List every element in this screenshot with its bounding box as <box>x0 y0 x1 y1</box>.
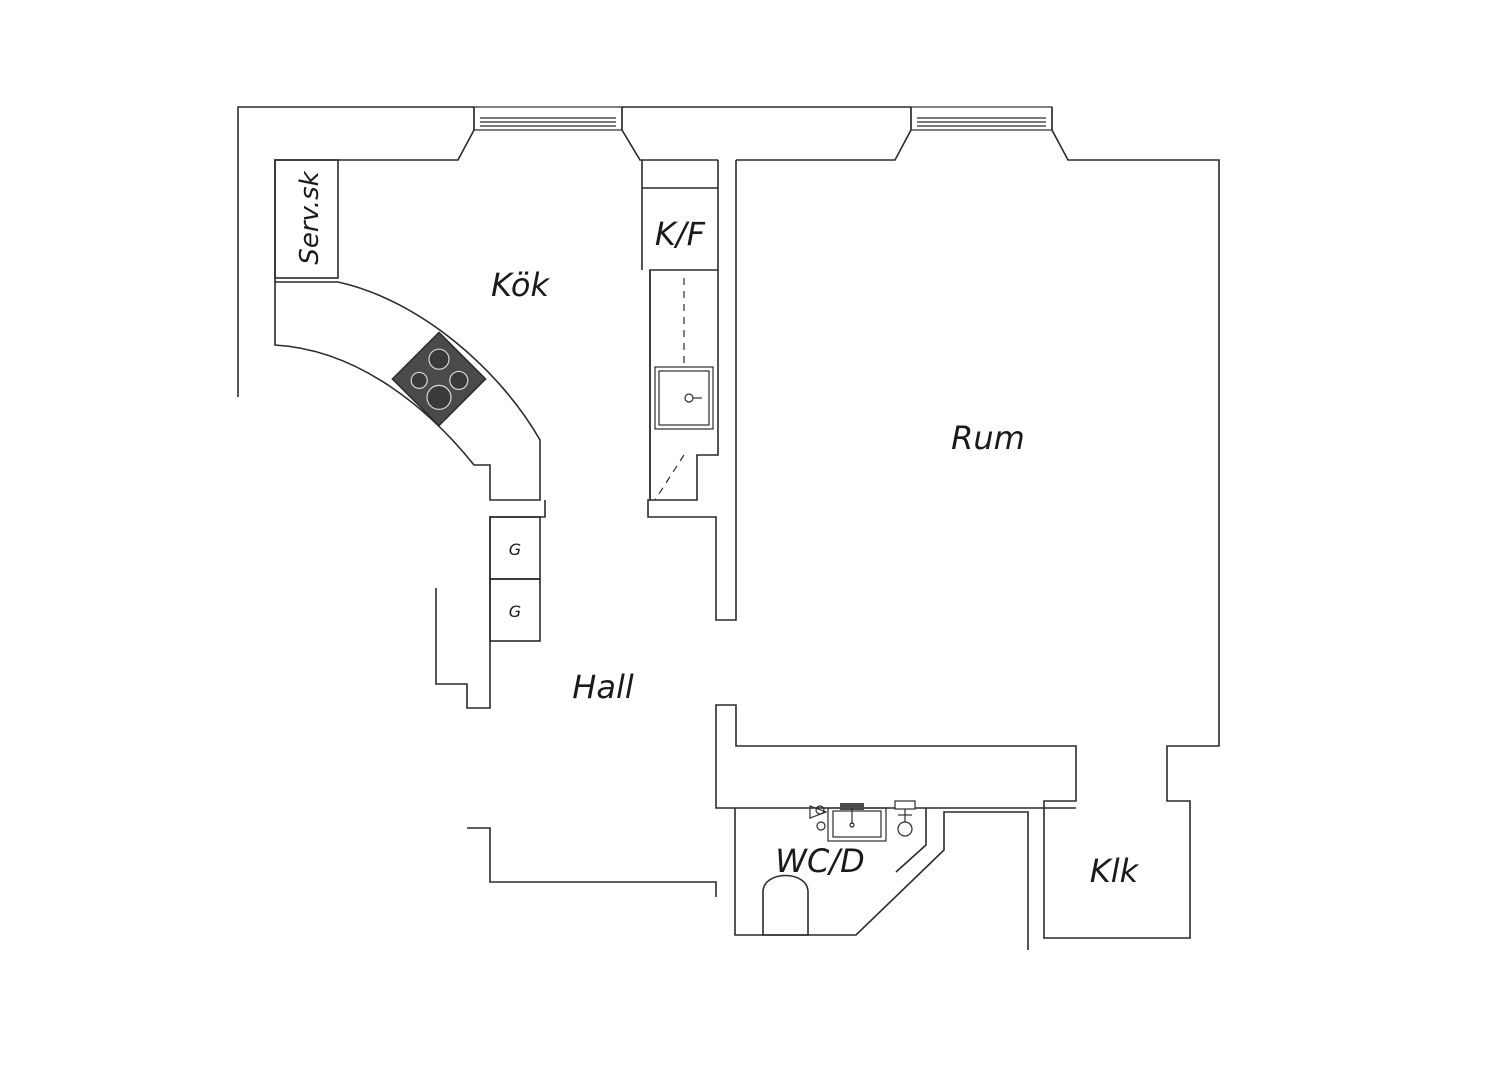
room-label-closet: Klk <box>1090 852 1140 890</box>
room-right-pier <box>715 107 1220 939</box>
shower-icon <box>894 800 916 837</box>
bath-inner-wall <box>734 808 1029 950</box>
wardrobe-2 <box>489 578 541 642</box>
washbasin-icon <box>827 803 887 842</box>
hall-lower-wall <box>467 827 717 897</box>
window-icon <box>473 106 623 131</box>
fixture-label-wardrobe-2: G <box>509 602 521 621</box>
wardrobes <box>489 516 541 642</box>
room-label-hall: Hall <box>572 668 634 706</box>
interior-walls <box>274 160 1029 950</box>
stove-icon <box>391 331 487 427</box>
room-label-bathroom: WC/D <box>775 842 864 880</box>
room-label-kitchen: Kök <box>491 266 550 304</box>
fixture-label-fridge-freezer: K/F <box>655 215 706 253</box>
counter-outer-edge <box>274 281 541 501</box>
sink-cabinet <box>649 270 719 501</box>
bath-corner <box>895 808 927 873</box>
fixture-label-wardrobe-1: G <box>509 540 521 559</box>
service-cabinet <box>274 159 339 279</box>
outer-walls <box>237 106 1220 939</box>
kitchen-pier-left <box>621 107 718 161</box>
toilet-icon <box>762 874 809 936</box>
window-icon <box>910 106 1053 131</box>
room-label-living-room: Rum <box>951 419 1025 457</box>
sink-icon <box>654 278 714 501</box>
toilet-paper-icon <box>809 805 828 831</box>
outer-wall-line <box>237 106 474 397</box>
room-pier <box>736 107 912 161</box>
kitchen-room-divider <box>647 160 737 621</box>
fixture-label-service-cabinet: Serv.sk <box>295 170 325 264</box>
room-labels: Kök Rum Hall WC/D Klk K/F Serv.sk G G <box>295 170 1140 890</box>
